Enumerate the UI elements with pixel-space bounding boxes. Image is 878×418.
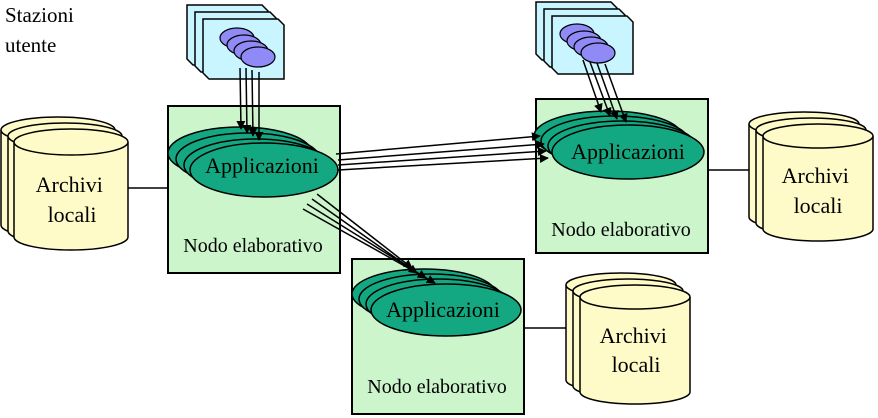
node-bottom-apps: Applicazioni [351, 268, 522, 337]
app-label: Applicazioni [571, 139, 685, 164]
arrows-terminals-right [582, 59, 628, 123]
arrow [236, 67, 246, 130]
terminal-oval [240, 46, 276, 68]
arrows-left-to-bottom-node [302, 193, 436, 284]
arrow [242, 67, 252, 134]
archive-left: Archivi locali [0, 116, 129, 251]
terminal-oval [580, 42, 616, 64]
node-left-apps: Applicazioni [167, 126, 339, 198]
archive-right: Archivi locali [748, 111, 874, 242]
arrow [596, 62, 619, 120]
arrow [337, 140, 545, 161]
arrow [306, 203, 427, 279]
app-label: Applicazioni [386, 297, 500, 322]
arrows-terminals-left [236, 67, 264, 141]
archive-cylinder [13, 128, 129, 251]
arrow [248, 69, 258, 137]
stations-label: Stazioni utente [5, 3, 79, 57]
archive-label: Archivi locali [782, 163, 855, 218]
arrow [589, 61, 612, 117]
user-station-icon [535, 1, 634, 75]
node-label: Nodo elaborativo [367, 376, 506, 398]
arrow [337, 147, 547, 166]
archive-cylinder [579, 284, 691, 405]
archive-label: Archivi locali [36, 172, 109, 227]
node-label: Nodo elaborativo [551, 219, 690, 241]
arrow [604, 63, 628, 123]
node-label: Nodo elaborativo [183, 235, 322, 257]
arrows-left-to-right-node [335, 132, 549, 171]
archive-cylinder [762, 123, 874, 242]
node-right-apps: Applicazioni [533, 110, 705, 180]
archive-label: Archivi locali [600, 323, 673, 377]
app-label: Applicazioni [205, 153, 319, 178]
arrow [316, 193, 413, 269]
arrow [582, 59, 603, 113]
arrow [302, 208, 436, 284]
arrow [337, 153, 549, 171]
application-ellipse [551, 124, 705, 180]
arrow [335, 132, 541, 155]
archive-bottom: Archivi locali [565, 272, 691, 405]
user-station-icon [186, 4, 285, 80]
application-ellipse [370, 283, 522, 337]
